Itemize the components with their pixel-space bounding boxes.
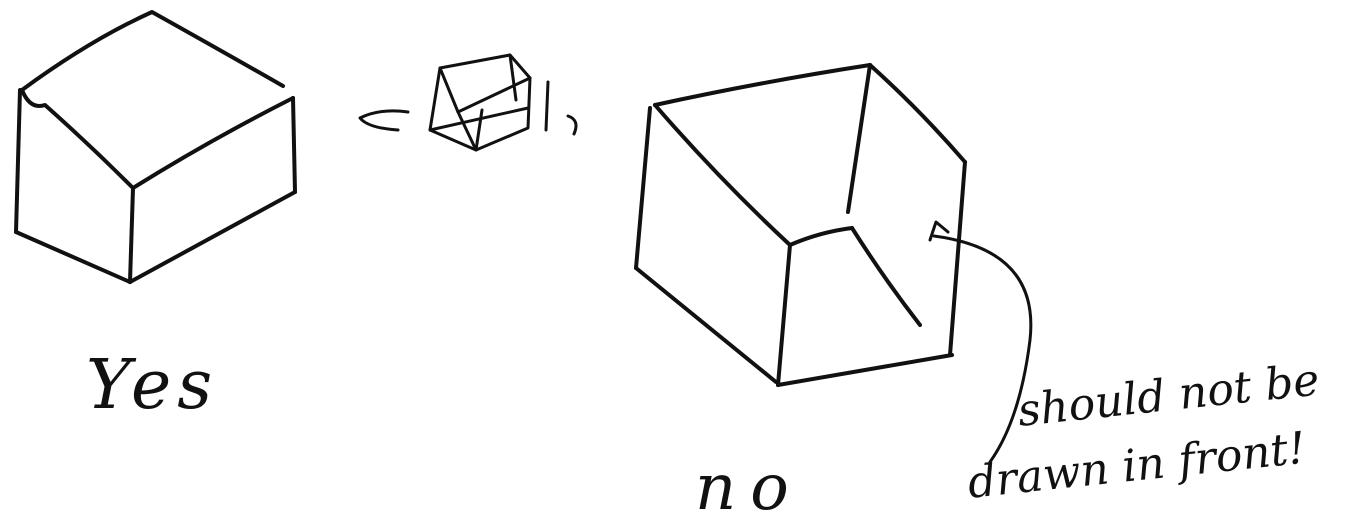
no-label: no: [695, 456, 803, 520]
rotate-left-arrow-icon: [360, 111, 408, 130]
yes-label: Yes: [86, 352, 218, 420]
rotate-right-arrow-icon: [546, 82, 576, 134]
annotation-pointer-arrow-icon: [930, 222, 1031, 462]
correct-box-drawing: [16, 12, 295, 282]
incorrect-box-drawing: [636, 65, 965, 385]
rotation-reference-cube: [430, 55, 530, 150]
